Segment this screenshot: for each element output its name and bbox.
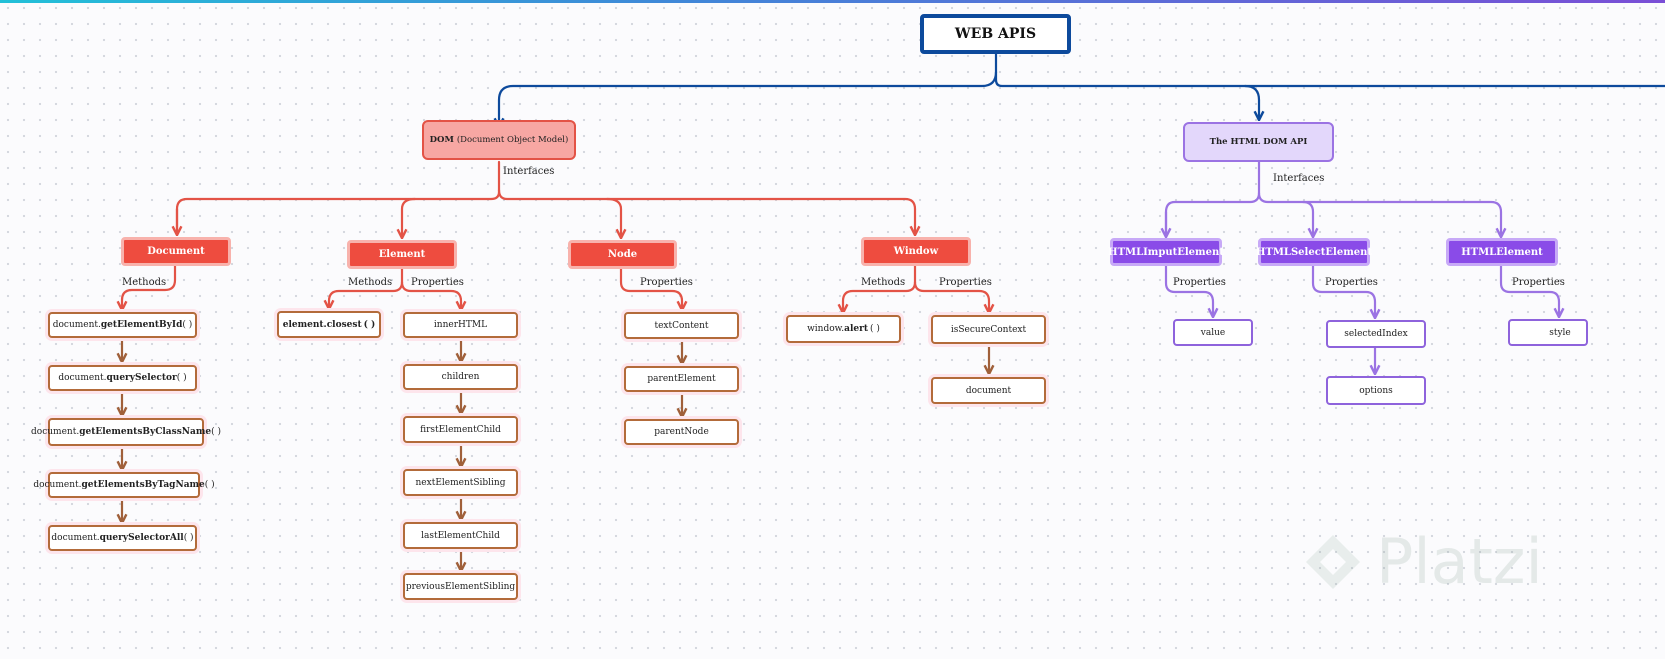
window-properties-label: Properties xyxy=(939,277,992,288)
property-style[interactable]: style xyxy=(1508,319,1588,346)
html-input-element-interface[interactable]: HTMLImputElement xyxy=(1108,238,1224,266)
method-suffix: ( ) xyxy=(182,320,193,330)
html-dom-api-node[interactable]: The HTML DOM API xyxy=(1183,122,1334,162)
method-prefix: document. xyxy=(33,480,82,490)
property-label: nextElementSibling xyxy=(415,477,506,488)
method-suffix: ( ) xyxy=(176,373,187,383)
method-name: element.closest xyxy=(282,319,362,330)
property-text-content[interactable]: textContent xyxy=(624,312,739,339)
dom-title-bold: DOM xyxy=(429,135,454,145)
document-methods-label: Methods xyxy=(122,277,167,288)
html-input-element-label: HTMLImputElement xyxy=(1108,246,1224,258)
method-name: getElementById xyxy=(100,320,183,330)
document-interface[interactable]: Document xyxy=(121,237,231,266)
method-suffix: ( ) xyxy=(363,319,376,330)
html-dom-api-label: The HTML DOM API xyxy=(1209,137,1308,147)
dom-title-rest: (Document Object Model) xyxy=(456,135,569,145)
html-dom-interfaces-label: Interfaces xyxy=(1273,173,1325,184)
dom-interfaces-label: Interfaces xyxy=(503,166,555,177)
html-select-element-label: HTMLSelectElement xyxy=(1255,246,1373,258)
method-suffix: ( ) xyxy=(183,533,194,543)
window-label: Window xyxy=(893,246,939,257)
web-apis-label: WEB APIS xyxy=(954,26,1037,42)
method-get-elements-by-class-name[interactable]: document.getElementsByClassName( ) xyxy=(31,418,221,446)
method-prefix: window. xyxy=(807,324,845,334)
property-document[interactable]: document xyxy=(931,377,1046,404)
node-properties-label: Properties xyxy=(640,277,693,288)
method-name: getElementsByTagName xyxy=(81,480,205,490)
window-methods-label: Methods xyxy=(861,277,906,288)
web-apis-root[interactable]: WEB APIS xyxy=(920,14,1071,54)
node-interface[interactable]: Node xyxy=(568,240,677,269)
property-last-element-child[interactable]: lastElementChild xyxy=(403,522,518,549)
method-prefix: document. xyxy=(52,320,101,330)
dom-node[interactable]: DOM (Document Object Model) xyxy=(422,120,576,160)
property-label: innerHTML xyxy=(433,320,488,330)
method-name: alert xyxy=(844,324,869,334)
platzi-logo-icon xyxy=(1306,534,1360,589)
method-name: querySelector xyxy=(106,373,177,383)
property-first-element-child[interactable]: firstElementChild xyxy=(403,416,518,443)
method-prefix: document. xyxy=(51,533,100,543)
method-query-selector-all[interactable]: document.querySelectorAll( ) xyxy=(48,525,197,551)
method-element-closest[interactable]: element.closest( ) xyxy=(277,311,381,338)
property-children[interactable]: children xyxy=(403,364,518,390)
html-select-element-interface[interactable]: HTMLSelectElement xyxy=(1255,238,1373,266)
property-label: value xyxy=(1200,327,1226,338)
property-label: children xyxy=(441,372,480,382)
property-label: firstElementChild xyxy=(420,424,501,435)
top-gradient-bar xyxy=(0,0,1665,3)
property-inner-html[interactable]: innerHTML xyxy=(403,312,518,338)
node-label: Node xyxy=(607,249,638,260)
method-name: getElementsByClassName xyxy=(79,427,212,437)
property-label: previousElementSibling xyxy=(405,581,516,592)
property-label: isSecureContext xyxy=(950,324,1027,335)
property-label: textContent xyxy=(654,320,709,331)
property-previous-element-sibling[interactable]: previousElementSibling xyxy=(403,573,518,600)
html-element-label: HTMLElement xyxy=(1461,246,1543,258)
method-get-element-by-id[interactable]: document.getElementById( ) xyxy=(48,312,197,338)
property-parent-node[interactable]: parentNode xyxy=(624,419,739,445)
method-suffix: ( ) xyxy=(204,480,215,490)
property-label: selectedIndex xyxy=(1344,329,1408,339)
property-label: parentElement xyxy=(647,374,716,384)
property-parent-element[interactable]: parentElement xyxy=(624,366,739,392)
window-interface[interactable]: Window xyxy=(861,237,971,266)
method-prefix: document. xyxy=(31,427,80,437)
property-value[interactable]: value xyxy=(1173,319,1253,346)
method-prefix: document. xyxy=(58,373,107,383)
document-label: Document xyxy=(147,246,205,257)
method-suffix: ( ) xyxy=(211,427,221,437)
property-label: style xyxy=(1549,327,1571,338)
property-label: parentNode xyxy=(654,427,709,437)
property-label: options xyxy=(1359,385,1393,396)
method-query-selector[interactable]: document.querySelector( ) xyxy=(48,365,197,391)
element-methods-label: Methods xyxy=(348,277,393,288)
element-interface[interactable]: Element xyxy=(347,240,457,269)
html-select-element-properties-label: Properties xyxy=(1325,277,1378,288)
platzi-watermark-text: Platzi xyxy=(1376,525,1543,598)
method-window-alert[interactable]: window.alert( ) xyxy=(786,315,901,343)
method-suffix: ( ) xyxy=(870,324,880,334)
property-next-element-sibling[interactable]: nextElementSibling xyxy=(403,469,518,496)
property-label: document xyxy=(965,385,1012,396)
element-label: Element xyxy=(378,249,426,260)
html-input-element-properties-label: Properties xyxy=(1173,277,1226,288)
method-name: querySelectorAll xyxy=(99,533,184,543)
property-label: lastElementChild xyxy=(421,530,500,541)
property-is-secure-context[interactable]: isSecureContext xyxy=(931,315,1046,344)
element-properties-label: Properties xyxy=(411,277,464,288)
platzi-watermark: Platzi xyxy=(1300,525,1543,598)
html-element-interface[interactable]: HTMLElement xyxy=(1446,238,1558,266)
html-element-properties-label: Properties xyxy=(1512,277,1565,288)
property-selected-index[interactable]: selectedIndex xyxy=(1326,320,1426,348)
property-options[interactable]: options xyxy=(1326,376,1426,405)
method-get-elements-by-tag-name[interactable]: document.getElementsByTagName( ) xyxy=(33,472,215,498)
